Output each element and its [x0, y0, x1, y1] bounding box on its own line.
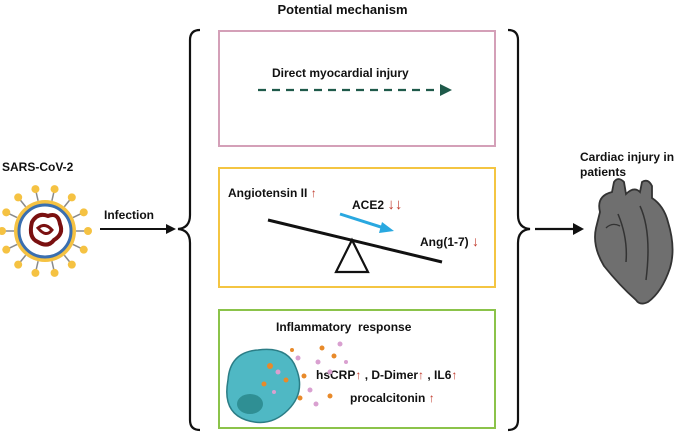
virus-spike [8, 243, 18, 250]
hscrp-text: hsCRP [316, 368, 356, 382]
virus-spike-tip [67, 260, 76, 269]
virus-spike-tip [50, 185, 59, 194]
inflammation-box [218, 309, 496, 429]
biomarker-line-2: procalcitonin ↑ [350, 391, 435, 405]
angiotensin-text: Angiotensin II [228, 186, 308, 200]
virus-spike [19, 199, 27, 208]
infection-label: Infection [104, 208, 154, 222]
inflammation-label: Inflammatory response [276, 320, 412, 334]
angiotensin-label: Angiotensin II ↑ [228, 186, 317, 200]
virus-spike [35, 261, 39, 271]
virus-spike-tip [84, 227, 92, 235]
virus-spike-tip [0, 227, 6, 235]
virus-spike [51, 261, 55, 271]
virus-spike-tip [2, 208, 11, 217]
heart-icon [594, 178, 674, 305]
ang17-text: Ang(1-7) [420, 235, 469, 249]
ace2-label: ACE2 ↓↓ [352, 196, 402, 213]
virus-label: SARS-CoV-2 [2, 160, 74, 174]
ras-box [218, 167, 496, 288]
procalcitonin-up-arrow: ↑ [428, 391, 435, 405]
macrophage-nucleus [237, 394, 263, 414]
direct-injury-box [218, 30, 496, 147]
virus-spike [35, 191, 39, 201]
ace2-text: ACE2 [352, 198, 385, 212]
cytokine-particles [261, 341, 348, 407]
diagram-title: Potential mechanism [277, 2, 408, 17]
virus-spike [8, 212, 18, 219]
right-brace [507, 28, 531, 432]
seesaw-beam [267, 218, 443, 264]
ang17-down-arrow: ↓ [472, 233, 480, 249]
virus-spike [72, 243, 82, 250]
virus-spike-tip [50, 268, 59, 277]
virus-spike-tip [31, 268, 40, 277]
virus-spike [72, 212, 82, 219]
virus-spike-tip [31, 185, 40, 194]
angiotensin-up-arrow: ↑ [310, 186, 317, 200]
hscrp-up-arrow: ↑ [355, 368, 362, 382]
ace2-arrow [339, 212, 385, 230]
biomarker-line-1: hsCRP↑ , D-Dimer↑ , IL6↑ [316, 368, 457, 382]
direct-injury-label: Direct myocardial injury [272, 66, 409, 80]
outcome-label-line1: Cardiac injury in [580, 150, 675, 164]
virus-spike [51, 191, 55, 201]
virus-spike-tip [79, 208, 88, 217]
ang17-label: Ang(1-7) ↓ [420, 233, 479, 249]
virus-spike-tip [2, 245, 11, 254]
virus-spike-tip [14, 260, 23, 269]
ddimer-up-arrow: ↑ [418, 368, 425, 382]
virus-spike [19, 254, 27, 263]
virus-icon [0, 185, 92, 277]
virus-spike-tip [14, 193, 23, 202]
procalcitonin-text: procalcitonin [350, 391, 426, 405]
outcome-label-line2: patients [580, 165, 627, 179]
seesaw-fulcrum [334, 237, 370, 274]
left-brace [177, 28, 201, 432]
ace2-down-arrows: ↓↓ [387, 196, 403, 213]
outcome-label: Cardiac injury in patients [580, 150, 674, 180]
virus-spike-tip [79, 245, 88, 254]
virus-spike-tip [67, 193, 76, 202]
il6-text: , IL6 [427, 368, 452, 382]
virus-spike [63, 254, 71, 263]
virus-spike [63, 199, 71, 208]
ddimer-text: , D-Dimer [364, 368, 419, 382]
il6-up-arrow: ↑ [451, 368, 458, 382]
